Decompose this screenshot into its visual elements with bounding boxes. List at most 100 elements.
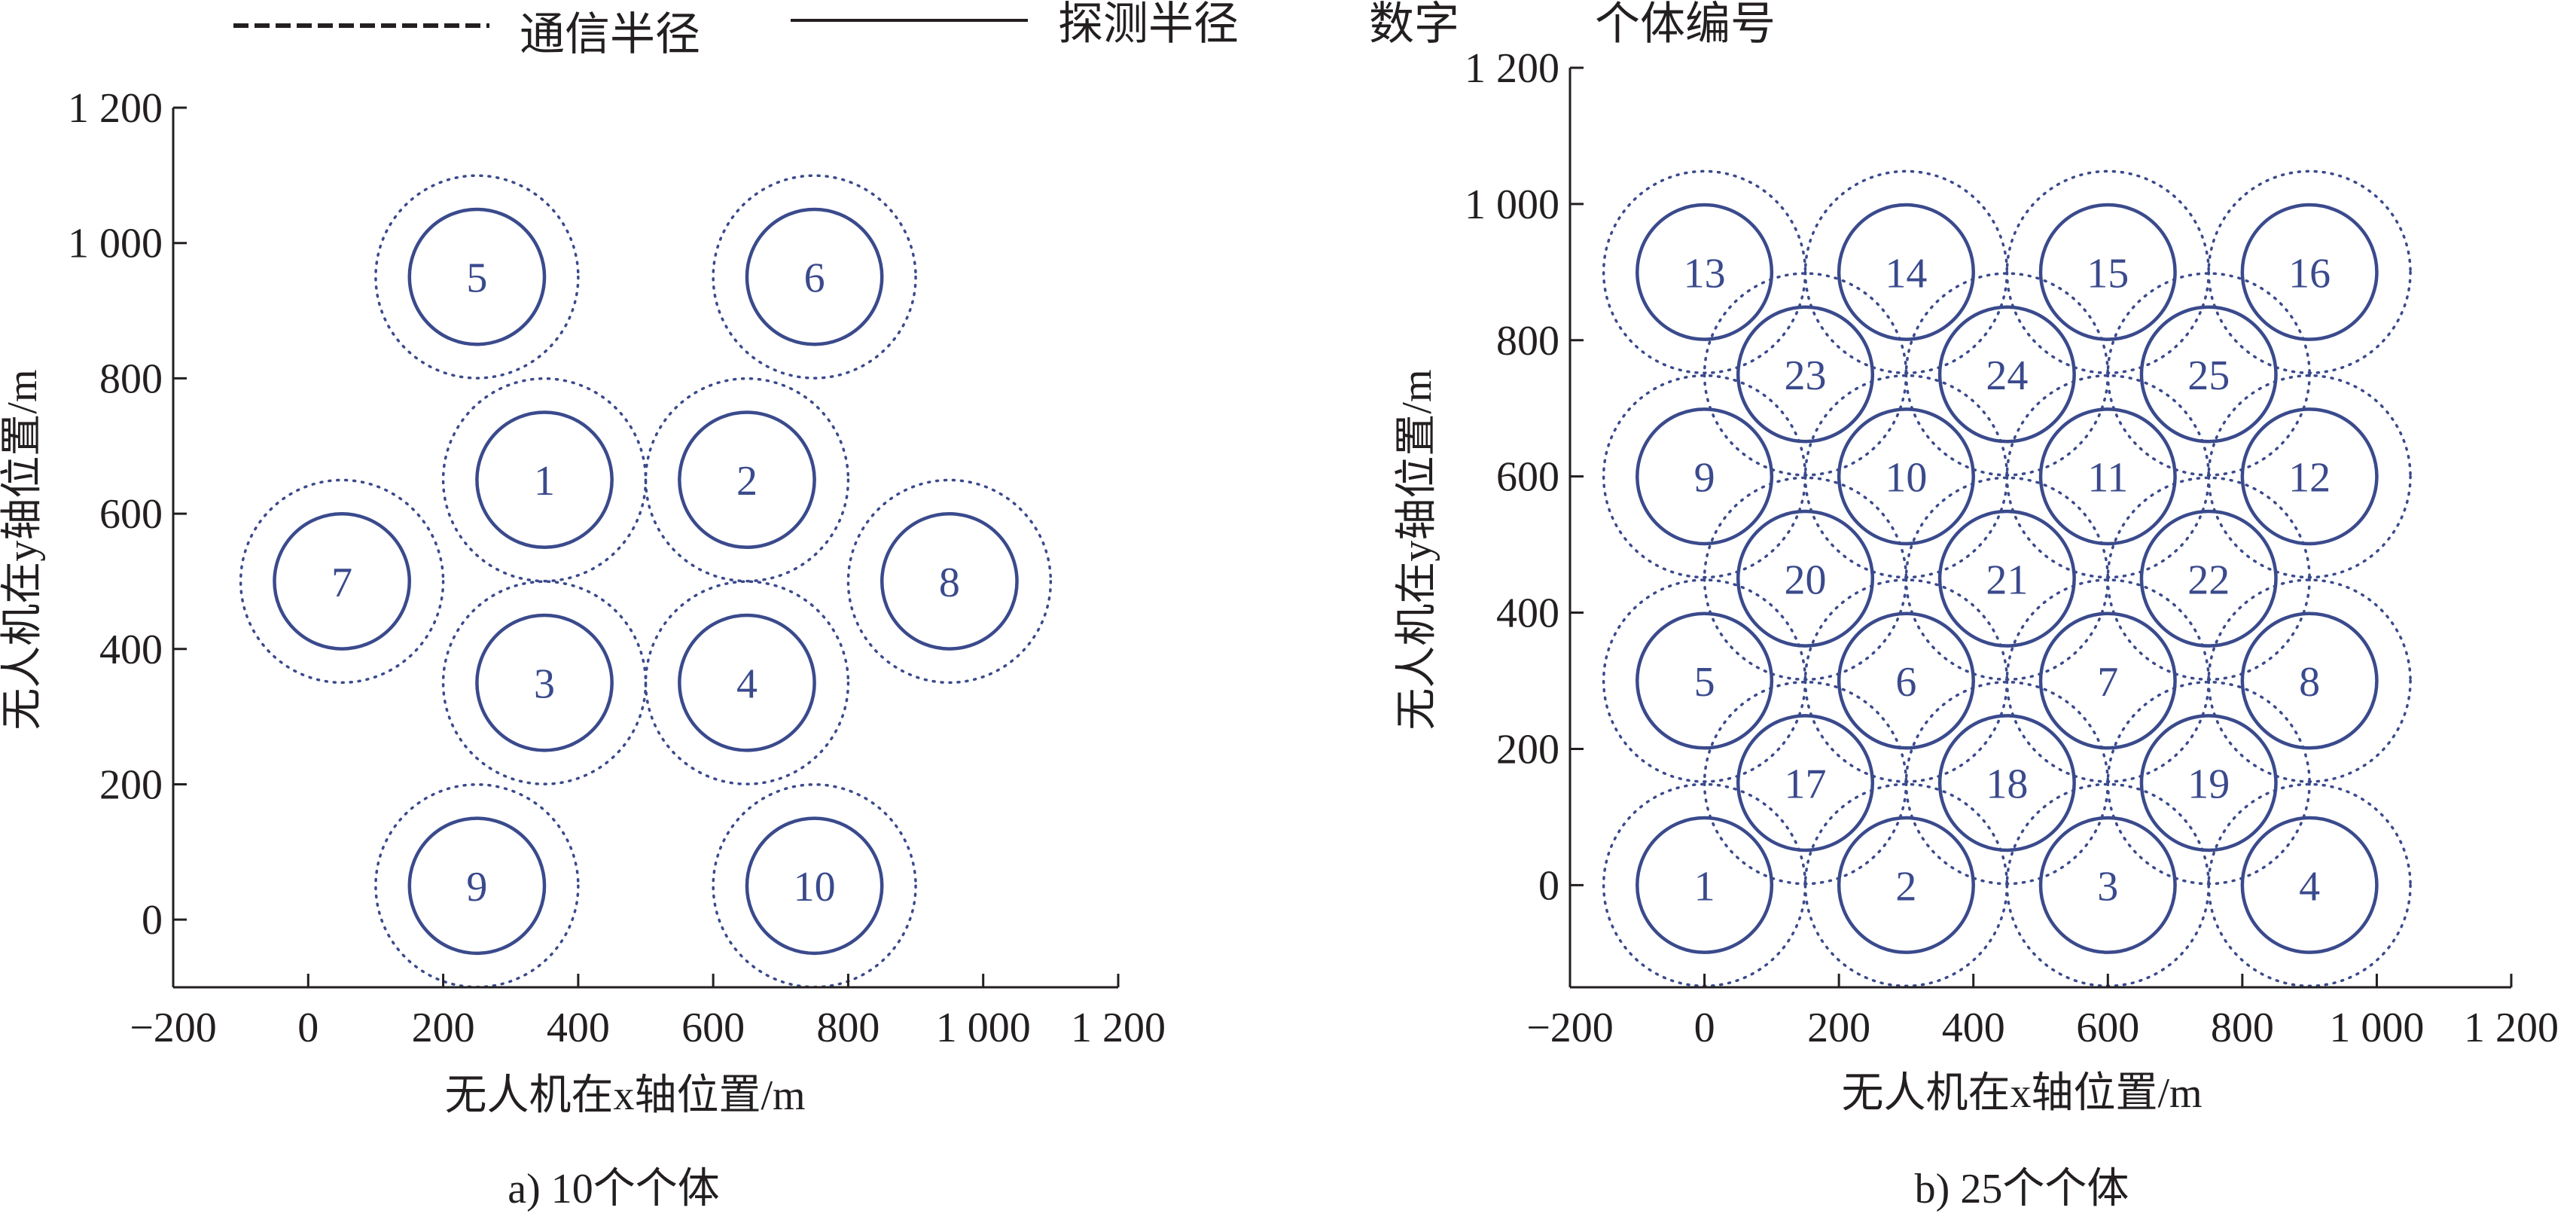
uav-id-label-3: 3	[2097, 863, 2118, 910]
plot-area-a	[239, 174, 1053, 987]
y-tick-label-a-2: 400	[99, 627, 163, 673]
uav-id-label-9: 9	[1694, 455, 1715, 502]
x-axis-title-b: 无人机在x轴位置/m	[1841, 1070, 2202, 1117]
uav-id-label-14: 14	[1885, 250, 1927, 297]
detection-circle-20	[1736, 509, 1875, 648]
x-tick-label-a-7: 1 200	[1071, 1005, 1166, 1051]
communication-circle-6	[712, 174, 917, 380]
detection-circle-4	[678, 613, 816, 752]
communication-circle-3	[441, 580, 648, 785]
uav-id-label-23: 23	[1785, 352, 1827, 399]
uav-id-label-1: 1	[534, 458, 555, 505]
uav-id-label-7: 7	[331, 560, 352, 606]
detection-circle-8	[2240, 611, 2379, 750]
x-tick-label-a-5: 800	[816, 1005, 879, 1051]
uav-id-label-16: 16	[2288, 250, 2331, 297]
legend: 通信半径 探测半径 数字 个体编号	[233, 0, 1776, 59]
y-tick-label-b-0: 0	[1538, 862, 1559, 909]
uav-id-label-6: 6	[804, 255, 825, 302]
y-axis-title-a: 无人机在y轴位置/m	[0, 369, 46, 730]
uav-id-label-1: 1	[1694, 863, 1715, 910]
legend-label-communication-radius: 通信半径	[520, 10, 700, 59]
communication-circle-7	[239, 478, 445, 685]
uav-id-label-24: 24	[1986, 352, 2028, 399]
uav-id-label-5: 5	[466, 255, 487, 302]
uav-id-label-19: 19	[2187, 761, 2230, 808]
legend-label-number: 数字	[1369, 0, 1459, 49]
detection-circle-7	[273, 512, 412, 651]
communication-circle-25	[2106, 272, 2311, 477]
uav-id-label-10: 10	[1885, 455, 1927, 502]
detection-circle-1	[475, 410, 614, 550]
detection-circle-11	[2038, 407, 2177, 546]
communication-circle-1	[441, 377, 648, 583]
detection-circle-5	[1636, 611, 1774, 750]
x-tick-label-b-6: 1 000	[2329, 1005, 2424, 1051]
caption-b: b) 25个个体	[1915, 1166, 2129, 1212]
communication-circle-22	[2106, 476, 2311, 682]
uav-id-label-21: 21	[1986, 557, 2028, 603]
legend-label-individual-id: 个体编号	[1595, 0, 1776, 49]
x-tick-label-a-6: 1 000	[936, 1005, 1031, 1051]
y-tick-label-a-1: 200	[99, 761, 163, 808]
uav-id-label-15: 15	[2087, 250, 2129, 297]
x-tick-label-b-1: 0	[1694, 1005, 1715, 1051]
communication-circle-4	[644, 580, 850, 785]
detection-circle-10	[1837, 407, 1975, 546]
detection-circle-25	[2139, 305, 2278, 444]
x-tick-label-a-0: −200	[130, 1005, 217, 1051]
detection-circle-18	[1937, 714, 2076, 852]
x-tick-label-b-0: −200	[1526, 1005, 1614, 1051]
uav-id-label-18: 18	[1986, 761, 2028, 808]
y-tick-label-a-0: 0	[142, 897, 163, 944]
x-tick-label-a-1: 0	[297, 1005, 319, 1051]
uav-id-label-17: 17	[1785, 761, 1827, 808]
caption-a: a) 10个个体	[508, 1166, 720, 1212]
detection-circle-16	[2240, 203, 2379, 341]
uav-id-label-13: 13	[1684, 250, 1726, 297]
x-tick-label-b-7: 1 200	[2464, 1005, 2559, 1051]
uav-id-label-12: 12	[2288, 455, 2331, 502]
y-tick-label-a-5: 1 000	[68, 221, 163, 267]
uav-id-label-2: 2	[736, 458, 758, 505]
detection-circle-7	[2038, 611, 2177, 750]
uav-id-label-9: 9	[466, 864, 487, 910]
uav-id-label-4: 4	[736, 661, 758, 708]
uav-id-label-11: 11	[2087, 455, 2128, 502]
x-tick-label-a-2: 200	[412, 1005, 475, 1051]
y-tick-label-a-4: 800	[99, 355, 163, 402]
detection-circle-2	[1837, 816, 1975, 954]
communication-circle-8	[846, 478, 1053, 685]
uav-id-label-6: 6	[1895, 659, 1916, 706]
detection-circle-1	[1636, 816, 1774, 954]
detection-circle-8	[880, 512, 1019, 651]
y-tick-label-b-6: 1 200	[1465, 45, 1559, 92]
detection-circle-17	[1736, 714, 1875, 852]
communication-circle-19	[2106, 680, 2311, 886]
detection-circle-9	[1636, 407, 1774, 546]
detection-circle-3	[2038, 816, 2177, 954]
uav-id-label-25: 25	[2187, 352, 2230, 399]
detection-circle-12	[2240, 407, 2379, 546]
x-tick-label-a-3: 400	[547, 1005, 610, 1051]
y-axis-title-b: 无人机在y轴位置/m	[1394, 369, 1440, 730]
detection-circle-23	[1736, 305, 1875, 444]
detection-circle-15	[2038, 203, 2177, 341]
uav-id-label-7: 7	[2097, 659, 2118, 706]
detection-circle-10	[745, 816, 884, 956]
detection-circle-2	[678, 410, 816, 550]
y-tick-label-b-3: 600	[1496, 454, 1559, 501]
detection-circle-13	[1636, 203, 1774, 341]
communication-circle-2	[644, 377, 850, 583]
detection-circle-4	[2240, 816, 2379, 954]
uav-id-label-4: 4	[2299, 863, 2320, 910]
legend-label-detection-radius: 探测半径	[1058, 0, 1239, 49]
x-tick-label-b-4: 600	[2076, 1005, 2139, 1051]
